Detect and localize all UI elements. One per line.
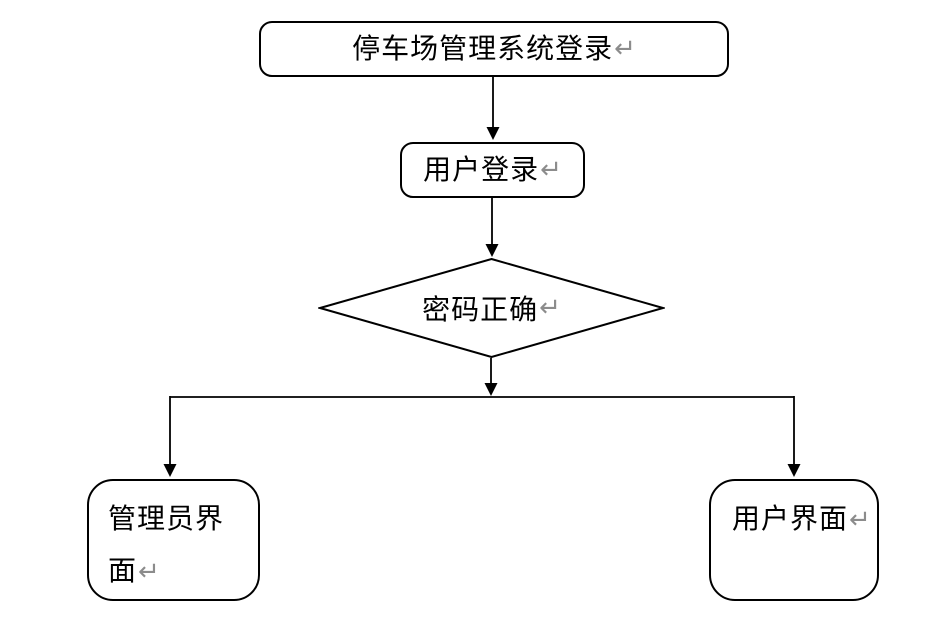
edge-start-login-arrowhead-icon: [486, 127, 500, 140]
edge-junction-admin-arrowhead-icon: [163, 464, 177, 477]
node-user[interactable]: 用户界面↵: [709, 479, 879, 601]
return-mark-icon: ↵: [614, 34, 636, 64]
node-start-label: 停车场管理系统登录: [352, 32, 614, 65]
return-mark-icon: ↵: [849, 505, 871, 535]
decision-diamond-shape: [318, 258, 665, 358]
node-login[interactable]: 用户登录↵: [400, 142, 585, 198]
node-user-label: 用户界面: [732, 502, 849, 535]
node-start[interactable]: 停车场管理系统登录↵: [259, 21, 729, 77]
node-admin[interactable]: 管理员界 面↵: [87, 479, 260, 601]
node-admin-label-line2: 面: [108, 554, 138, 587]
edge-decision-junction-arrowhead-icon: [484, 383, 498, 396]
node-admin-label-line2-wrap: 面↵: [108, 545, 252, 598]
node-decision-label-wrap: 密码正确↵: [318, 258, 665, 358]
return-mark-icon: ↵: [138, 557, 160, 587]
node-login-label: 用户登录: [423, 153, 540, 186]
node-decision-label: 密码正确: [422, 293, 539, 326]
node-admin-label-line1: 管理员界: [108, 502, 225, 535]
edge-junction-user-arrowhead-icon: [787, 464, 801, 477]
return-mark-icon: ↵: [540, 155, 562, 185]
node-decision[interactable]: 密码正确↵: [318, 258, 665, 358]
edge-login-decision-arrowhead-icon: [485, 244, 499, 257]
return-mark-icon: ↵: [539, 293, 561, 323]
